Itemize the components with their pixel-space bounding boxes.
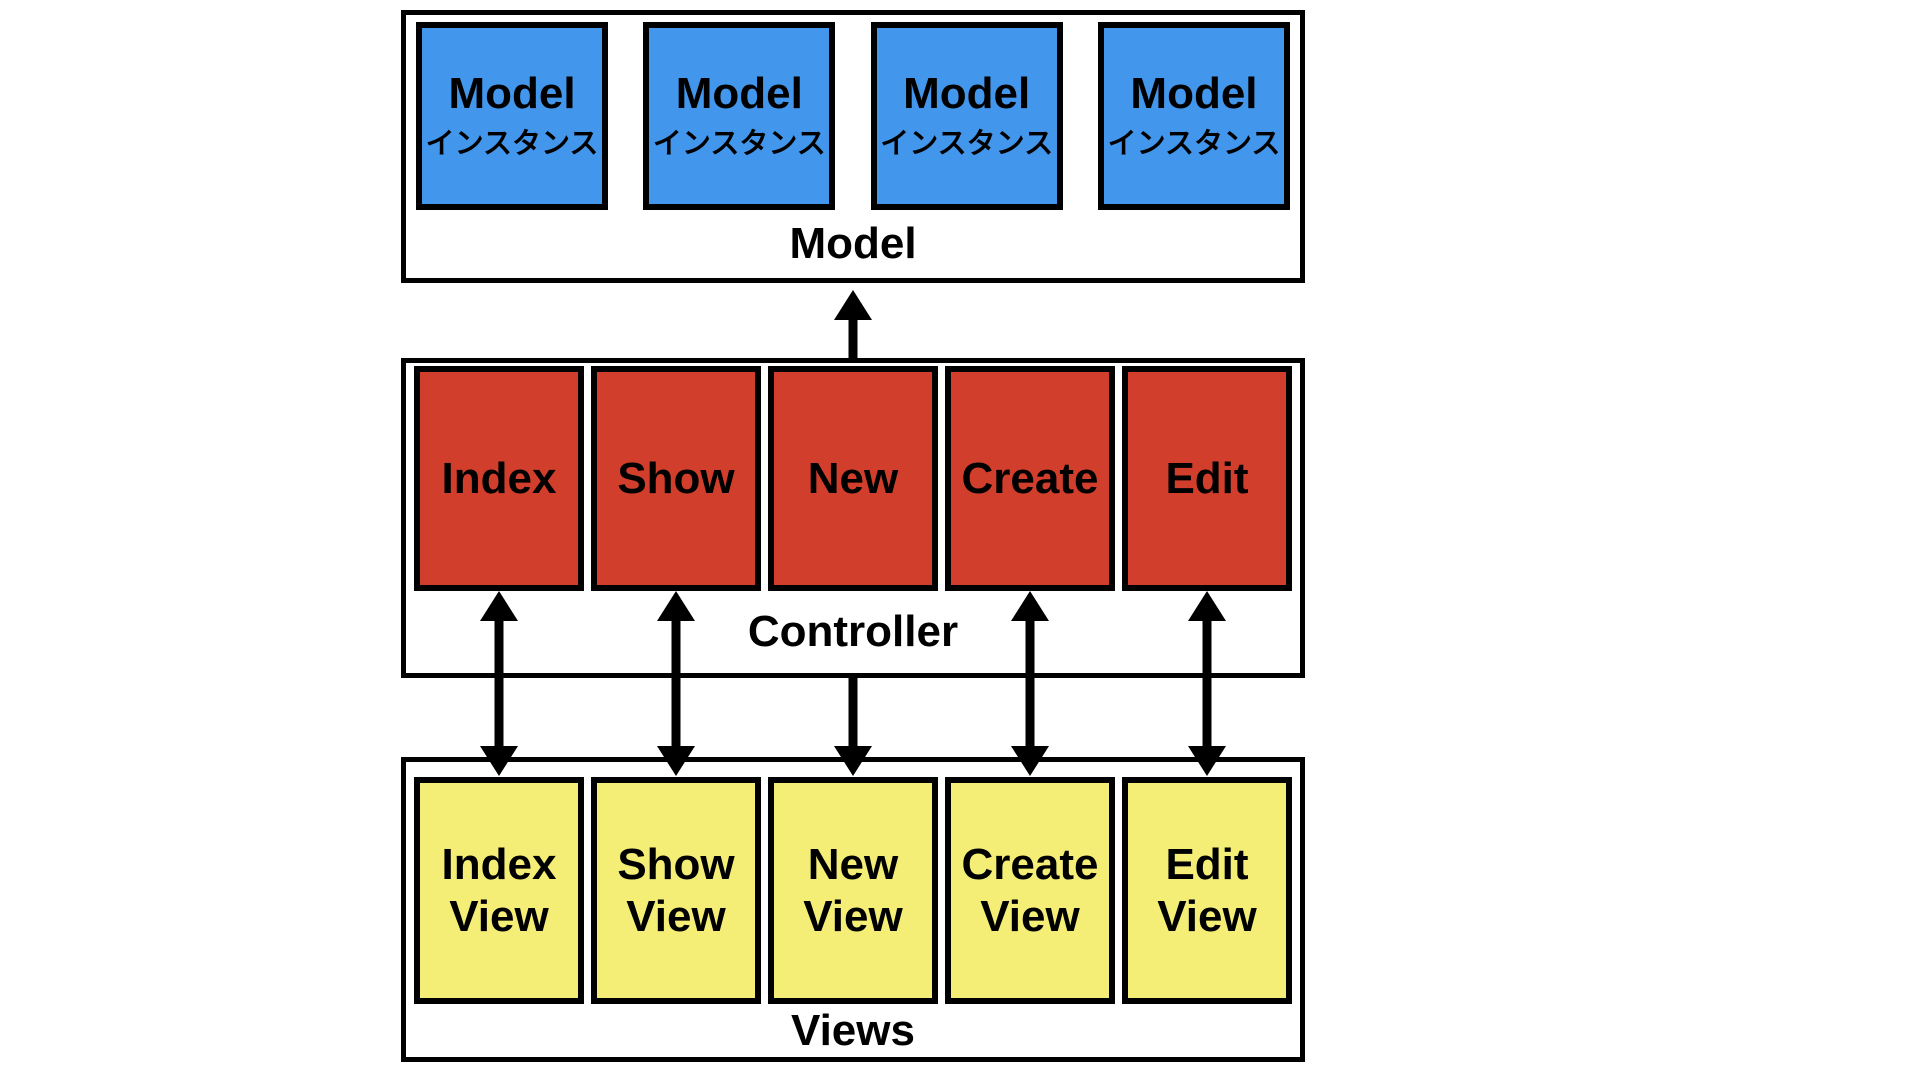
model-instance-subtitle: インスタンス	[652, 127, 826, 160]
controller-action-index: Index	[414, 366, 584, 591]
arrow-controller-to-model-icon	[834, 290, 872, 358]
view-box-new: New View	[768, 777, 938, 1004]
views-section: Index View Show View New View Create Vie…	[401, 757, 1305, 1062]
view-box-line2: View	[1157, 891, 1257, 941]
controller-section-label: Controller	[747, 607, 959, 656]
model-instance-box: Model インスタンス	[870, 22, 1063, 210]
arrowhead-down-icon	[1188, 746, 1226, 776]
arrow-shaft	[848, 673, 858, 750]
mvc-diagram: Model インスタンス Model インスタンス Model インスタンス M…	[401, 0, 1305, 1080]
view-box-show: Show View	[591, 777, 761, 1004]
controller-action-show: Show	[591, 366, 761, 591]
arrow-shaft	[671, 615, 681, 752]
controller-section: Index Show New Create Edit Controller	[401, 358, 1305, 678]
model-instances-row: Model インスタンス Model インスタンス Model インスタンス M…	[406, 15, 1300, 210]
view-box-line2: View	[803, 891, 903, 941]
arrow-create-bidirectional-icon	[1011, 591, 1049, 776]
model-instance-title: Model	[903, 69, 1031, 119]
arrowhead-up-icon	[834, 290, 872, 320]
view-box-line1: Show	[617, 839, 735, 889]
arrowhead-down-icon	[657, 746, 695, 776]
arrowhead-down-icon	[480, 746, 518, 776]
arrow-index-bidirectional-icon	[480, 591, 518, 776]
model-section: Model インスタンス Model インスタンス Model インスタンス M…	[401, 10, 1305, 283]
arrow-shaft	[848, 316, 858, 358]
model-instance-subtitle: インスタンス	[1107, 127, 1281, 160]
arrow-edit-bidirectional-icon	[1188, 591, 1226, 776]
view-box-line1: Create	[961, 839, 1099, 889]
model-instance-subtitle: インスタンス	[880, 127, 1054, 160]
controller-action-new: New	[768, 366, 938, 591]
view-box-line1: Index	[441, 839, 557, 889]
model-instance-box: Model インスタンス	[416, 22, 608, 210]
view-box-line1: Edit	[1165, 839, 1249, 889]
view-box-line1: New	[807, 839, 899, 889]
view-box-line2: View	[449, 891, 549, 941]
arrow-shaft	[1025, 615, 1035, 752]
view-box-line2: View	[626, 891, 726, 941]
controller-action-create: Create	[945, 366, 1115, 591]
model-instance-subtitle: インスタンス	[425, 127, 599, 160]
arrowhead-down-icon	[834, 746, 872, 776]
model-instance-box: Model インスタンス	[1097, 22, 1290, 210]
views-row: Index View Show View New View Create Vie…	[406, 762, 1300, 1004]
view-box-index: Index View	[414, 777, 584, 1004]
arrow-new-to-view-down-icon	[834, 673, 872, 776]
view-box-edit: Edit View	[1122, 777, 1292, 1004]
arrow-show-bidirectional-icon	[657, 591, 695, 776]
arrow-shaft	[1202, 615, 1212, 752]
model-instance-title: Model	[675, 69, 803, 119]
view-box-create: Create View	[945, 777, 1115, 1004]
view-box-line2: View	[980, 891, 1080, 941]
model-section-label: Model	[789, 219, 917, 268]
model-instance-title: Model	[1130, 69, 1258, 119]
controller-actions-row: Index Show New Create Edit	[406, 363, 1300, 591]
model-instance-box: Model インスタンス	[643, 22, 836, 210]
arrow-shaft	[494, 615, 504, 752]
controller-action-edit: Edit	[1122, 366, 1292, 591]
views-section-label: Views	[791, 1005, 915, 1055]
arrowhead-down-icon	[1011, 746, 1049, 776]
model-instance-title: Model	[448, 69, 576, 119]
